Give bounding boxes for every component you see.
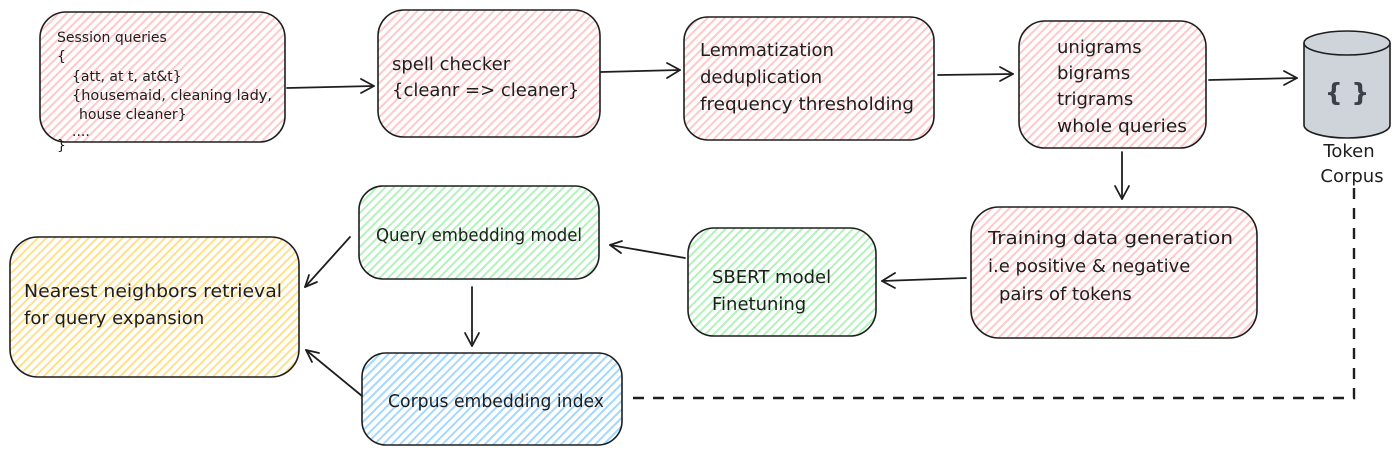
nearest-neighbors-box (9, 236, 300, 378)
training-data-line: i.e positive & negative (988, 256, 1190, 277)
edge-corpus-index-to-nearest-neighbors-arrow (305, 349, 363, 397)
edge-training-to-sbert-arrow (881, 272, 967, 289)
query-embedding-box (358, 185, 600, 280)
training-data-box (970, 206, 1258, 339)
node-training-data: Training data generation i.e positive & … (970, 206, 1258, 339)
edge-spell-to-lemmatization-arrow (600, 62, 681, 79)
sbert-finetuning-line: SBERT model (712, 267, 831, 288)
node-spell-checker: spell checker {cleanr => cleaner} (377, 9, 601, 138)
session-queries-line: {att, at t, at&t} (72, 69, 182, 85)
node-sbert-finetuning: SBERT model Finetuning (687, 227, 877, 337)
token-corpus-cylinder-body (1303, 43, 1391, 139)
token-corpus-symbol: { } (1325, 78, 1369, 107)
edge-session-to-spell-arrow (286, 78, 375, 94)
session-queries-line: Session queries (57, 30, 167, 46)
session-queries-line: {housemaid, cleaning lady, (72, 88, 272, 104)
node-corpus-embedding-index: Corpus embedding index (361, 352, 623, 446)
edge-query-embedding-to-corpus-index-arrow (464, 286, 480, 347)
query-embedding-line: Query embedding model (376, 225, 582, 246)
node-token-corpus: { } Token Corpus (1303, 30, 1391, 187)
session-queries-line: } (57, 138, 66, 154)
lemmatization-box (683, 16, 935, 141)
edge-ngrams-to-token-corpus-arrow (1208, 70, 1298, 86)
session-queries-line: house cleaner} (79, 107, 187, 123)
edge-ngrams-to-training-data-arrow (1114, 151, 1130, 200)
session-queries-box (39, 11, 286, 143)
spell-checker-line: spell checker (392, 54, 511, 75)
edge-query-embedding-to-nearest-neighbors-arrow (304, 236, 351, 288)
node-ngrams: unigrams bigrams trigrams whole queries (1018, 20, 1207, 149)
lemmatization-line: deduplication (700, 67, 822, 88)
corpus-embedding-box (361, 352, 623, 446)
ngrams-line: bigrams (1057, 63, 1130, 84)
edge-lemmatization-to-ngrams-arrow (937, 66, 1014, 82)
nearest-neighbors-line: for query expansion (24, 308, 204, 329)
lemmatization-line: frequency thresholding (700, 94, 914, 115)
ngrams-line: whole queries (1057, 116, 1187, 137)
node-query-embedding-model: Query embedding model (358, 185, 600, 280)
ngrams-box (1018, 20, 1207, 149)
ngrams-line: unigrams (1057, 37, 1142, 58)
token-corpus-label: Token (1322, 141, 1374, 162)
training-data-line: pairs of tokens (999, 284, 1132, 305)
spell-checker-line: {cleanr => cleaner} (392, 80, 579, 101)
session-queries-line: { (57, 49, 66, 65)
lemmatization-line: Lemmatization (700, 40, 834, 61)
nearest-neighbors-line: Nearest neighbors retrieval (24, 281, 282, 302)
token-corpus-cylinder-top (1303, 30, 1391, 56)
token-corpus-label: Corpus (1320, 166, 1383, 187)
ngrams-line: trigrams (1057, 89, 1133, 110)
training-data-line: Training data generation (987, 228, 1233, 249)
sbert-finetuning-line: Finetuning (712, 294, 806, 315)
spell-checker-box (377, 9, 601, 138)
session-queries-line: .... (72, 124, 90, 140)
node-nearest-neighbors: Nearest neighbors retrieval for query ex… (9, 236, 300, 378)
edge-token-corpus-to-corpus-index-dashed (628, 188, 1356, 400)
edge-sbert-to-query-embedding-arrow (609, 240, 686, 259)
node-session-queries: Session queries { {att, at t, at&t} {hou… (39, 11, 286, 154)
node-lemmatization: Lemmatization deduplication frequency th… (683, 16, 935, 141)
sbert-finetuning-box (687, 227, 877, 337)
corpus-embedding-line: Corpus embedding index (388, 391, 604, 412)
